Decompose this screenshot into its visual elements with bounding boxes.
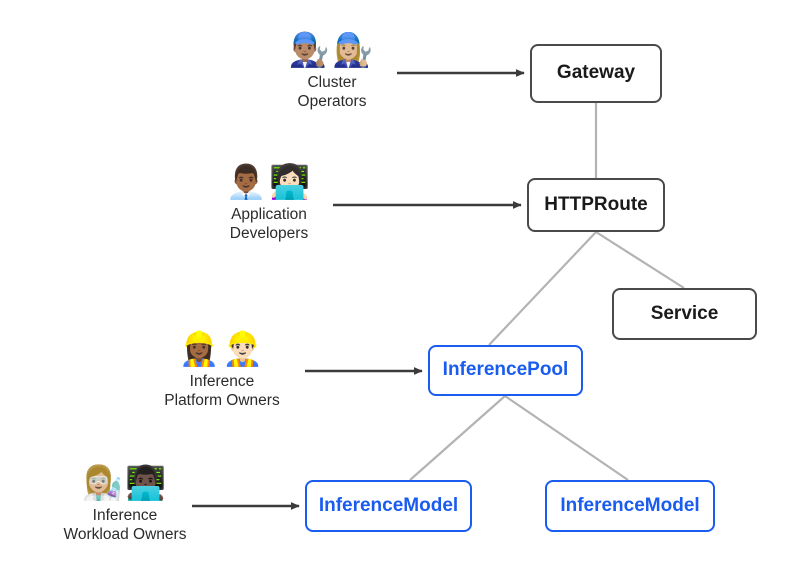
persona-cluster-operators: 👨🏽‍🔧👩🏼‍🔧 Cluster Operators [222,31,442,111]
connector-inferencepool-inferencemodel-left [409,395,506,481]
persona-inference-workload-owners-label: Inference Workload Owners [63,507,187,543]
node-inferencepool[interactable]: InferencePool [428,345,583,396]
persona-inference-platform-owners-label: Inference Platform Owners [164,373,280,409]
node-inferencemodel-left-label: InferenceModel [318,494,459,516]
persona-cluster-operators-label: Cluster Operators [297,74,367,110]
node-httproute-label: HTTPRoute [544,193,648,215]
node-inferencemodel-left[interactable]: InferenceModel [305,480,472,532]
persona-application-developers-label: Application Developers [229,206,309,242]
persona-inference-platform-owners-icons: 👷🏾‍♀️👷🏻‍♂️ [178,330,266,367]
node-gateway-label: Gateway [556,62,636,84]
persona-cluster-operators-icons: 👨🏽‍🔧👩🏼‍🔧 [288,31,376,68]
connector-httproute-inferencepool [488,231,597,346]
persona-inference-platform-owners: 👷🏾‍♀️👷🏻‍♂️ Inference Platform Owners [112,330,332,410]
node-gateway[interactable]: Gateway [530,44,662,103]
persona-application-developers-icons: 👨🏾‍💼👩🏻‍💻 [225,163,313,200]
node-inferencemodel-right-label: InferenceModel [560,494,700,516]
node-inferencepool-label: InferencePool [442,359,569,381]
persona-application-developers: 👨🏾‍💼👩🏻‍💻 Application Developers [159,163,379,243]
node-service[interactable]: Service [612,288,757,340]
connector-httproute-service [595,231,685,289]
connector-inferencepool-inferencemodel-right [504,395,629,481]
persona-inference-workload-owners: 👩🏼‍🔬👨🏿‍💻 Inference Workload Owners [15,464,235,544]
node-httproute[interactable]: HTTPRoute [527,178,665,232]
node-service-label: Service [650,302,719,324]
persona-inference-workload-owners-icons: 👩🏼‍🔬👨🏿‍💻 [81,464,169,501]
node-inferencemodel-right[interactable]: InferenceModel [545,480,715,532]
